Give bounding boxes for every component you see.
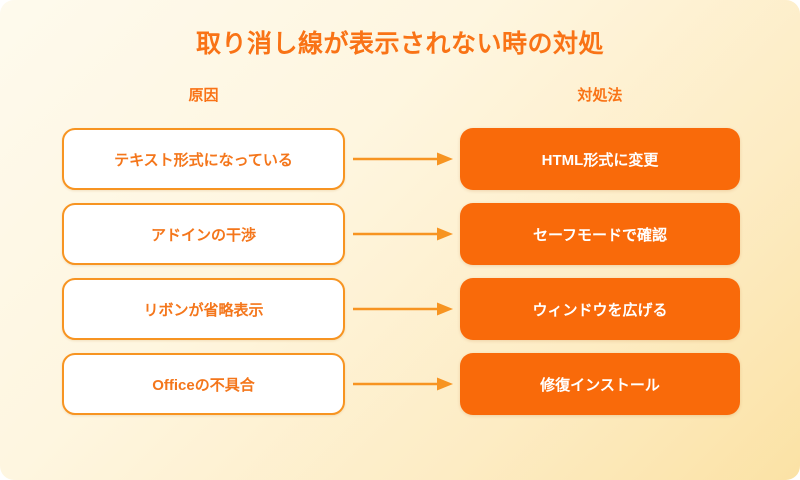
cause-card[interactable]: Officeの不具合 xyxy=(62,353,345,415)
cause-card-label: Officeの不具合 xyxy=(152,376,255,394)
cause-card[interactable]: リボンが省略表示 xyxy=(62,278,345,340)
cause-card[interactable]: テキスト形式になっている xyxy=(62,128,345,190)
flow-row: アドインの干渉 セーフモードで確認 xyxy=(0,203,800,265)
page-title: 取り消し線が表示されない時の対処 xyxy=(195,30,604,58)
solution-card[interactable]: HTML形式に変更 xyxy=(460,128,740,190)
solution-card[interactable]: セーフモードで確認 xyxy=(460,203,740,265)
cause-card[interactable]: アドインの干渉 xyxy=(62,203,345,265)
arrow-right-icon xyxy=(353,302,453,316)
cause-card-label: アドインの干渉 xyxy=(150,226,256,244)
column-header-cause: 原因 xyxy=(188,87,219,104)
arrow-right-icon xyxy=(353,377,453,391)
column-header-solution: 対処法 xyxy=(577,87,623,104)
solution-card[interactable]: ウィンドウを広げる xyxy=(460,278,740,340)
flow-row: テキスト形式になっている HTML形式に変更 xyxy=(0,128,800,190)
arrow-right-icon xyxy=(353,152,453,166)
flow-row: リボンが省略表示 ウィンドウを広げる xyxy=(0,278,800,340)
solution-card-label: HTML形式に変更 xyxy=(541,151,659,169)
arrow-right-icon xyxy=(353,227,453,241)
solution-card-label: セーフモードで確認 xyxy=(532,226,668,244)
cause-card-label: テキスト形式になっている xyxy=(114,151,293,169)
solution-card-label: ウィンドウを広げる xyxy=(532,301,668,319)
flow-row: Officeの不具合 修復インストール xyxy=(0,353,800,415)
solution-card-label: 修復インストール xyxy=(540,376,660,394)
cause-card-label: リボンが省略表示 xyxy=(143,301,264,319)
solution-card[interactable]: 修復インストール xyxy=(460,353,740,415)
